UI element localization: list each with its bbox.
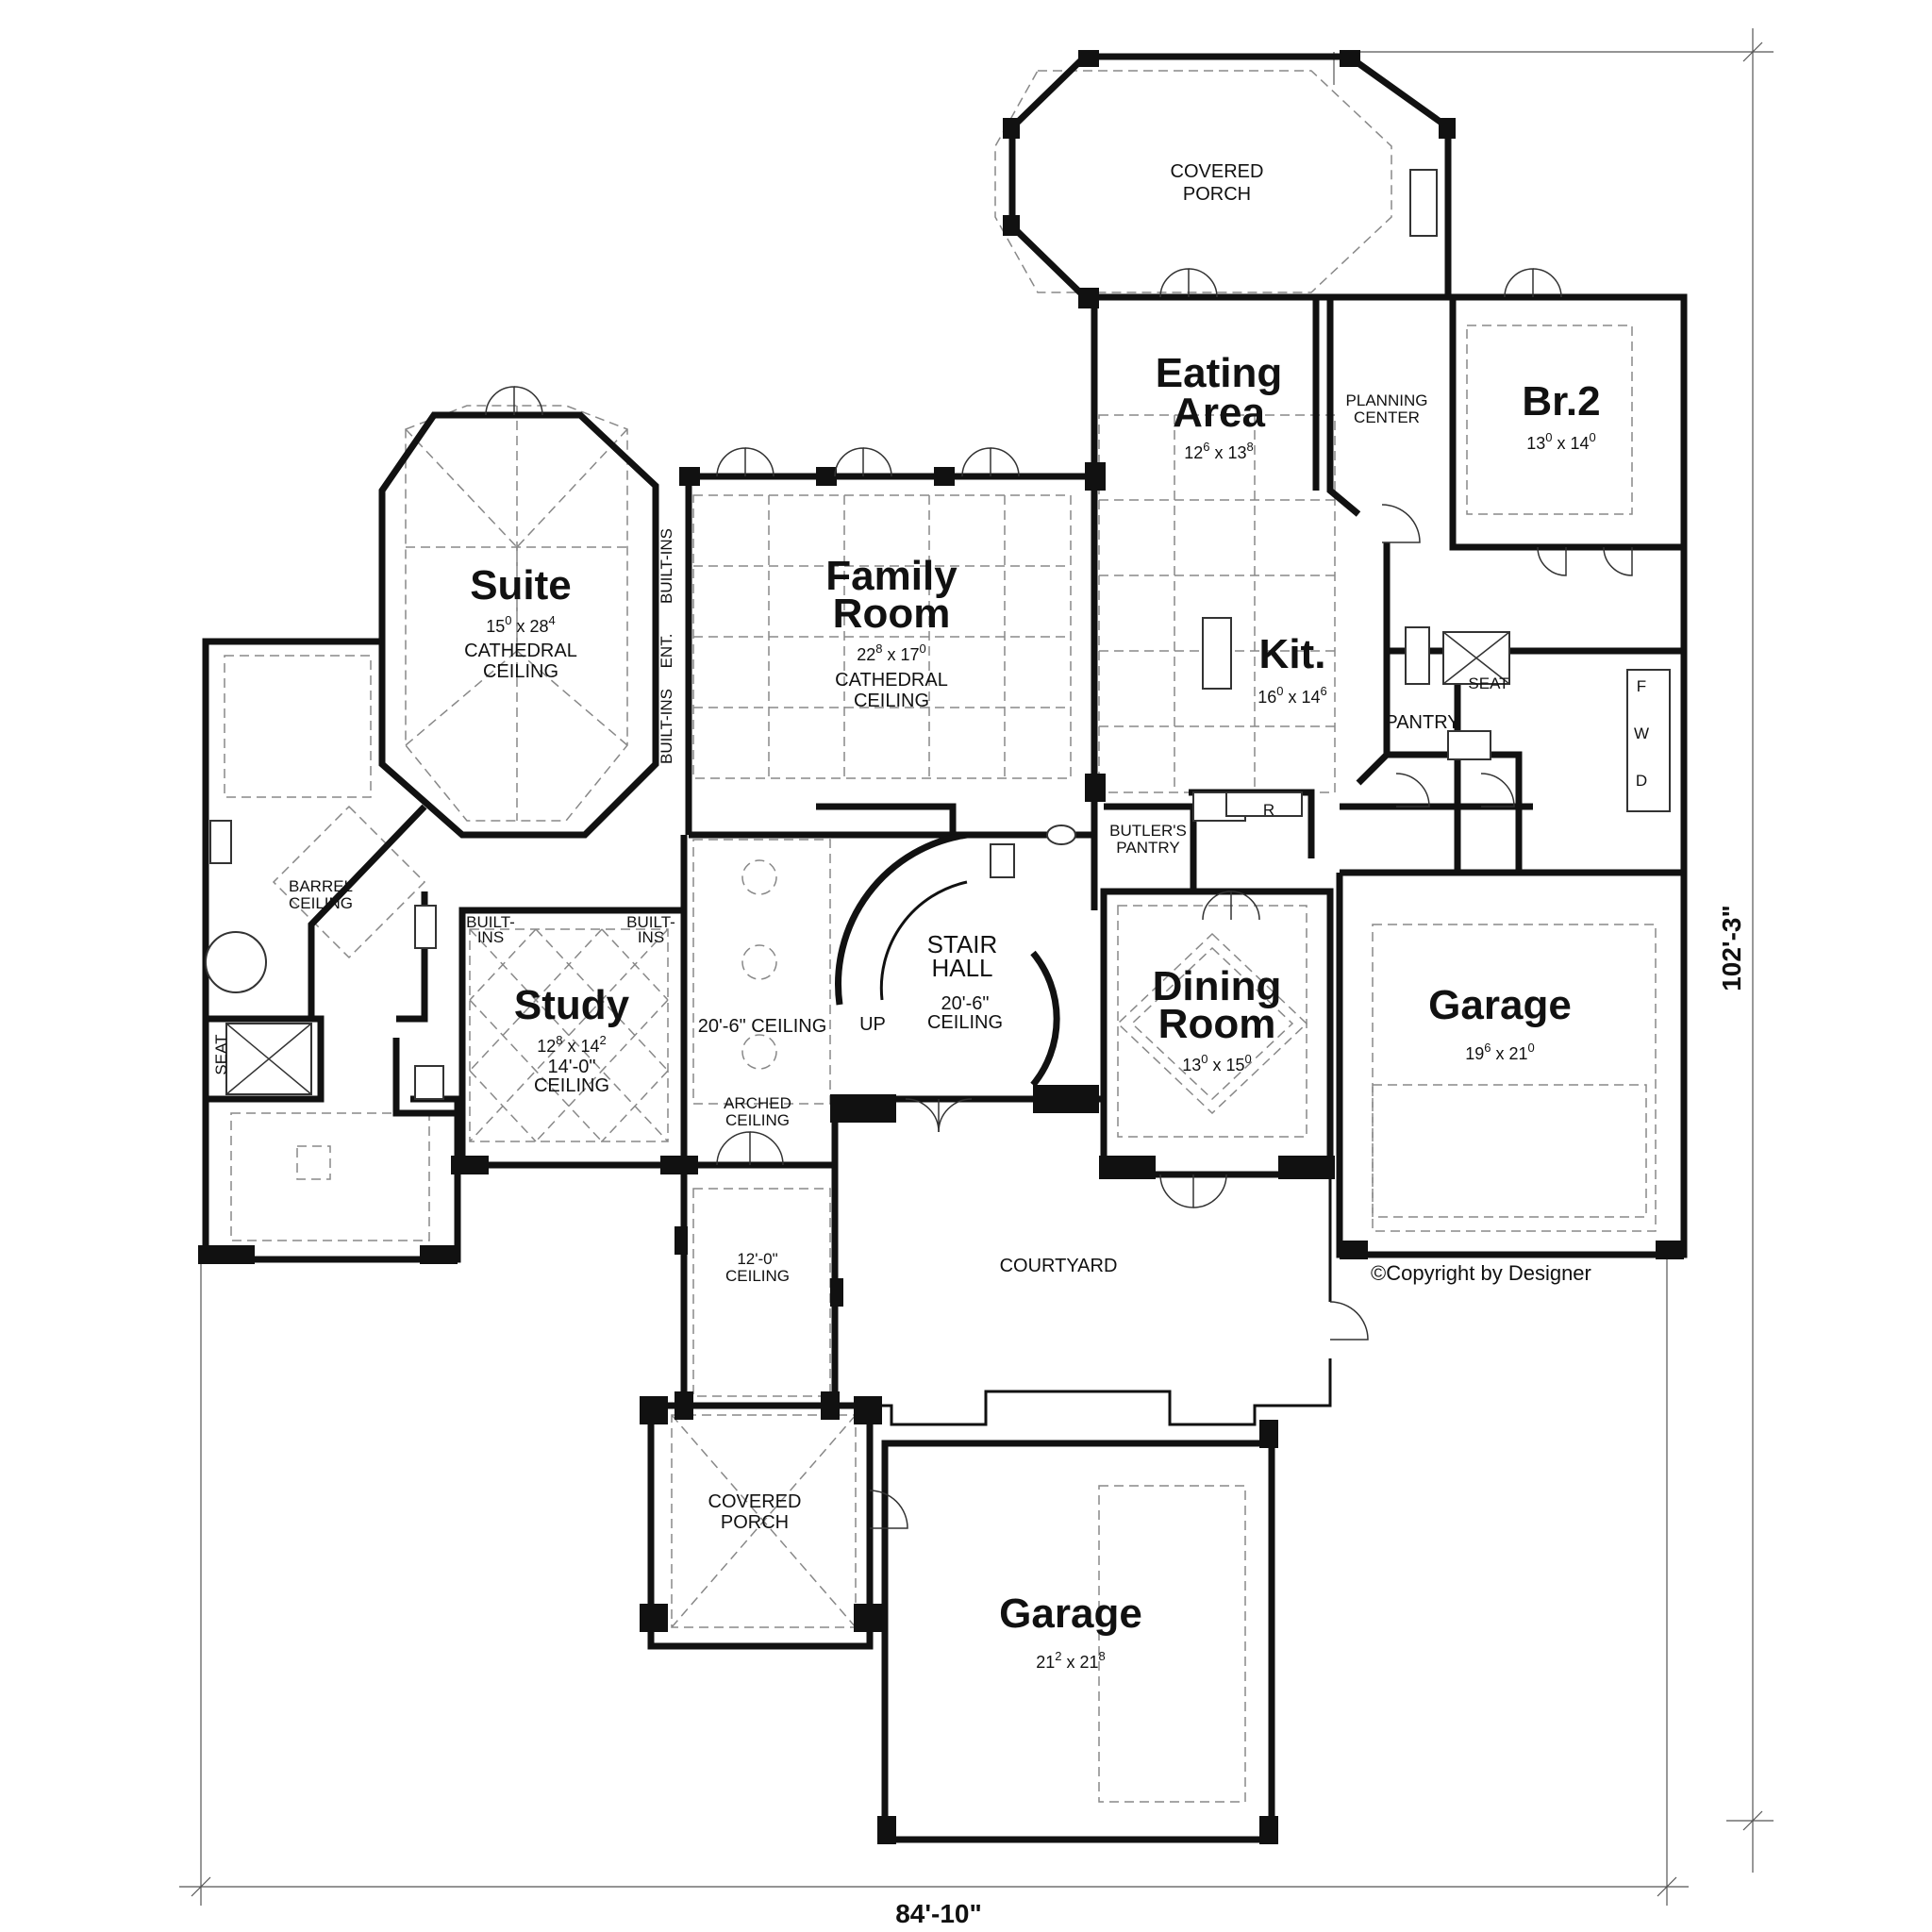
entry-ceiling-label-2: CEILING	[725, 1267, 790, 1285]
garage-right-title: Garage	[1428, 982, 1572, 1028]
suite-ceiling-label-2: CEILING	[483, 661, 558, 682]
dimension-lines	[179, 28, 1774, 1906]
butlers-pantry-label-1: BUTLER'S	[1109, 822, 1187, 840]
suite-title: Suite	[470, 562, 572, 608]
study-dimensions: 128 x 142	[537, 1033, 607, 1056]
study-builtins-left-2: INS	[477, 928, 504, 946]
study-builtins-left-1: BUILT-	[466, 913, 515, 931]
seat-label-upper: SEAT	[1468, 675, 1508, 692]
barrel-ceiling-label-2: CEILING	[289, 894, 353, 912]
built-ins-label-upper: BUILT-INS	[658, 528, 675, 604]
covered-porch-top-label-1: COVERED	[1171, 161, 1264, 182]
suite-dimensions: 150 x 284	[486, 613, 556, 636]
stair-hall-ceiling-label-2: CEILING	[927, 1012, 1003, 1033]
stair-hall-label-1: STAIR	[927, 930, 998, 958]
built-ins-label-lower: BUILT-INS	[658, 689, 675, 764]
dining-room-title-2: Room	[1158, 1001, 1276, 1047]
eating-area-dimensions: 126 x 138	[1184, 440, 1254, 462]
study-title: Study	[514, 982, 630, 1028]
courtyard-label: COURTYARD	[1000, 1256, 1118, 1276]
stair-hall-ceiling-label-1: 20'-6"	[941, 993, 990, 1014]
arched-ceiling-label-2: CEILING	[725, 1111, 790, 1129]
arched-ceiling-label-1: ARCHED	[724, 1094, 791, 1112]
planning-center-label-1: PLANNING	[1346, 391, 1428, 409]
pantry-label: PANTRY	[1385, 712, 1459, 733]
garage-bottom-dimensions: 212 x 218	[1036, 1649, 1106, 1672]
gallery-ceiling-label: 20'-6" CEILING	[698, 1016, 827, 1037]
stair-hall-label-2: HALL	[931, 954, 992, 982]
ent-label: ENT.	[658, 634, 675, 669]
study-ceiling-label-1: 14'-0"	[548, 1057, 596, 1077]
barrel-ceiling-label-1: BARREL	[289, 877, 353, 895]
eating-area-title-2: Area	[1173, 390, 1265, 436]
laundry-freezer-label: F	[1637, 677, 1646, 695]
door-swings	[485, 268, 1633, 1529]
planning-center-label-2: CENTER	[1354, 408, 1420, 426]
fixtures	[205, 169, 1671, 1100]
laundry-washer-label: W	[1634, 724, 1649, 742]
garage-bottom-title: Garage	[999, 1591, 1142, 1637]
butlers-pantry-label-2: PANTRY	[1116, 839, 1179, 857]
copyright-notice: ©Copyright by Designer	[1371, 1261, 1591, 1285]
br2-dimensions: 130 x 140	[1526, 430, 1596, 453]
dining-room-title-1: Dining	[1153, 963, 1282, 1009]
family-room-title-1: Family	[825, 553, 958, 599]
family-room-dimensions: 228 x 170	[857, 641, 926, 664]
refrigerator-label: R	[1263, 801, 1274, 819]
family-room-title-2: Room	[833, 591, 951, 637]
seat-label-master: SEAT	[212, 1034, 230, 1074]
overall-depth-dimension: 102'-3"	[1717, 905, 1746, 991]
study-lattice	[469, 928, 669, 1142]
br2-title: Br.2	[1522, 378, 1600, 425]
covered-porch-top-label-2: PORCH	[1183, 184, 1251, 205]
eating-area-title-1: Eating	[1156, 350, 1282, 396]
kitchen-dimensions: 160 x 146	[1257, 684, 1327, 707]
covered-porch-bottom-label-2: PORCH	[721, 1512, 789, 1533]
covered-porch-bottom-label-1: COVERED	[708, 1491, 802, 1512]
laundry-dryer-label: D	[1636, 772, 1647, 790]
family-room-ceiling-label-1: CATHEDRAL	[835, 670, 948, 691]
ceiling-lines	[224, 70, 1657, 1803]
entry-ceiling-label-1: 12'-0"	[737, 1250, 777, 1268]
dining-room-dimensions: 130 x 150	[1182, 1052, 1252, 1074]
garage-right-dimensions: 196 x 210	[1465, 1041, 1535, 1063]
stair-up-label: UP	[859, 1014, 886, 1035]
family-room-ceiling-label-2: CEILING	[854, 691, 929, 711]
study-builtins-right-1: BUILT-	[626, 913, 675, 931]
piers	[198, 50, 1684, 1844]
suite-ceiling-label-1: CATHEDRAL	[464, 641, 577, 661]
study-builtins-right-2: INS	[638, 928, 664, 946]
kitchen-title: Kit.	[1259, 631, 1326, 677]
overall-width-dimension: 84'-10"	[895, 1899, 982, 1928]
study-ceiling-label-2: CEILING	[534, 1075, 609, 1096]
